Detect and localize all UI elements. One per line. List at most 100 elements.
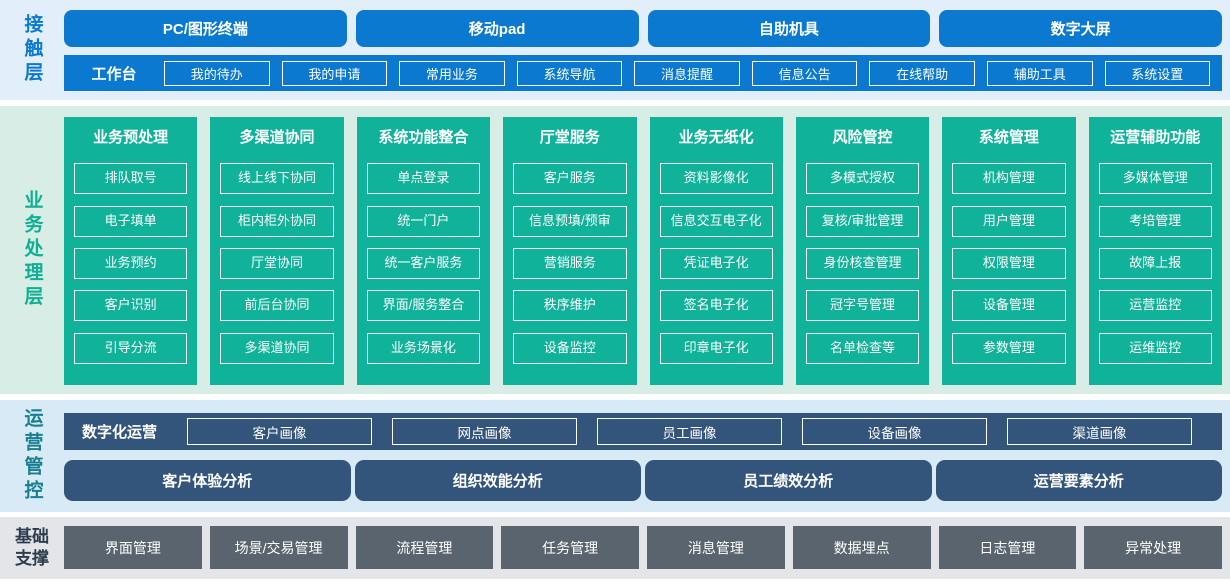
terminal-row: PC/图形终端 移动pad 自助机具 数字大屏 — [64, 10, 1222, 47]
workbench-item-info-notice: 信息公告 — [751, 60, 858, 86]
module-multi-channel: 多渠道协同 线上线下协同 柜内柜外协同 厅堂协同 前后台协同 多渠道协同 — [210, 117, 344, 385]
foundation-layer: 基础支撑 界面管理 场景/交易管理 流程管理 任务管理 消息管理 数据埋点 日志… — [0, 517, 1230, 579]
foundation-process-management: 流程管理 — [355, 526, 494, 569]
module-item: 电子填单 — [74, 205, 188, 237]
workbench-item-aux-tools: 辅助工具 — [986, 60, 1093, 86]
analysis-employee-performance: 员工绩效分析 — [645, 460, 932, 501]
module-pre-processing: 业务预处理 排队取号 电子填单 业务预约 客户识别 引导分流 — [64, 117, 198, 385]
foundation-row: 界面管理 场景/交易管理 流程管理 任务管理 消息管理 数据埋点 日志管理 异常… — [64, 526, 1222, 569]
module-title: 运营辅助功能 — [1110, 129, 1201, 146]
module-item: 信息交互电子化 — [659, 205, 773, 237]
module-item: 线上线下协同 — [220, 163, 334, 195]
module-system-integration: 系统功能整合 单点登录 统一门户 统一客户服务 界面/服务整合 业务场景化 — [356, 117, 491, 385]
module-items: 资料影像化 信息交互电子化 凭证电子化 签名电子化 印章电子化 — [659, 152, 773, 375]
module-item: 排队取号 — [74, 163, 188, 195]
portrait-channel: 渠道画像 — [1007, 418, 1193, 445]
business-layer-label: 业务处理层 — [21, 190, 43, 310]
workbench-label: 工作台 — [91, 65, 137, 83]
portrait-customer: 客户画像 — [187, 418, 373, 445]
module-title: 系统管理 — [978, 129, 1039, 146]
contact-layer-content: PC/图形终端 移动pad 自助机具 数字大屏 工作台 我的待办 我的申请 常用… — [64, 0, 1230, 100]
module-item: 复核/审批管理 — [805, 205, 920, 237]
module-item: 故障上报 — [1098, 247, 1212, 279]
module-row: 业务预处理 排队取号 电子填单 业务预约 客户识别 引导分流 多渠道协同 线上线… — [64, 117, 1222, 385]
analysis-row: 客户体验分析 组织效能分析 员工绩效分析 运营要素分析 — [64, 460, 1222, 501]
module-item: 冠字号管理 — [805, 290, 920, 322]
module-paperless: 业务无纸化 资料影像化 信息交互电子化 凭证电子化 签名电子化 印章电子化 — [649, 117, 783, 385]
module-hall-service: 厅堂服务 客户服务 信息预填/预审 营销服务 秩序维护 设备监控 — [503, 117, 637, 385]
module-item: 信息预填/预审 — [513, 205, 627, 237]
portrait-employee: 员工画像 — [597, 418, 783, 445]
operations-layer-label: 运营管控 — [21, 408, 43, 504]
analysis-org-efficiency: 组织效能分析 — [354, 460, 641, 501]
terminal-pc: PC/图形终端 — [64, 10, 347, 47]
module-item: 单点登录 — [366, 163, 481, 195]
module-items: 排队取号 电子填单 业务预约 客户识别 引导分流 — [74, 152, 188, 375]
module-item: 运营监控 — [1098, 290, 1212, 322]
portrait-device: 设备画像 — [802, 418, 988, 445]
module-items: 机构管理 用户管理 权限管理 设备管理 参数管理 — [952, 152, 1066, 375]
foundation-layer-label: 基础支撑 — [15, 526, 49, 568]
module-title: 多渠道协同 — [239, 129, 315, 146]
module-item: 统一门户 — [366, 205, 481, 237]
module-item: 印章电子化 — [659, 332, 773, 364]
terminal-digital-screen: 数字大屏 — [939, 10, 1222, 47]
foundation-ui-management: 界面管理 — [64, 526, 202, 569]
analysis-operation-elements: 运营要素分析 — [935, 460, 1222, 501]
module-item: 引导分流 — [74, 332, 188, 364]
terminal-self-service: 自助机具 — [647, 10, 931, 47]
module-item: 身份核查管理 — [805, 247, 920, 279]
module-title: 厅堂服务 — [539, 129, 600, 146]
module-item: 柜内柜外协同 — [220, 205, 334, 237]
foundation-task-management: 任务管理 — [501, 526, 639, 569]
module-item: 业务预约 — [74, 247, 188, 279]
module-item: 多模式授权 — [805, 163, 920, 195]
operations-layer: 运营管控 数字化运营 客户画像 网点画像 员工画像 设备画像 渠道画像 客户体验… — [0, 400, 1230, 512]
module-ops-auxiliary: 运营辅助功能 多媒体管理 考培管理 故障上报 运营监控 运维监控 — [1088, 117, 1222, 385]
foundation-data-tracking: 数据埋点 — [792, 526, 931, 569]
operations-layer-content: 数字化运营 客户画像 网点画像 员工画像 设备画像 渠道画像 客户体验分析 组织… — [64, 400, 1230, 512]
module-items: 线上线下协同 柜内柜外协同 厅堂协同 前后台协同 多渠道协同 — [220, 152, 334, 375]
contact-layer-side: 接触层 — [0, 0, 64, 100]
foundation-exception-handling: 异常处理 — [1084, 526, 1222, 569]
foundation-log-management: 日志管理 — [938, 526, 1077, 569]
module-item: 权限管理 — [952, 247, 1066, 279]
module-title: 风险管控 — [832, 129, 893, 146]
module-item: 签名电子化 — [659, 290, 773, 322]
module-item: 统一客户服务 — [366, 247, 481, 279]
module-item: 多渠道协同 — [220, 332, 334, 364]
workbench-bar: 工作台 我的待办 我的申请 常用业务 系统导航 消息提醒 信息公告 在线帮助 辅… — [64, 55, 1222, 91]
foundation-scene-transaction: 场景/交易管理 — [209, 526, 348, 569]
module-items: 多媒体管理 考培管理 故障上报 运营监控 运维监控 — [1098, 152, 1212, 375]
module-item: 名单检查等 — [805, 332, 920, 364]
module-title: 业务无纸化 — [678, 129, 754, 146]
module-title: 系统功能整合 — [378, 129, 469, 146]
terminal-mobile-pad: 移动pad — [355, 10, 639, 47]
module-items: 多模式授权 复核/审批管理 身份核查管理 冠字号管理 名单检查等 — [805, 152, 920, 375]
workbench-item-message-alert: 消息提醒 — [634, 60, 740, 86]
business-layer-content: 业务预处理 排队取号 电子填单 业务预约 客户识别 引导分流 多渠道协同 线上线… — [64, 106, 1230, 394]
workbench-item-system-settings: 系统设置 — [1104, 60, 1211, 86]
module-item: 客户识别 — [74, 290, 188, 322]
module-item: 业务场景化 — [366, 332, 481, 364]
workbench-item-system-nav: 系统导航 — [516, 60, 623, 86]
workbench-item-online-help: 在线帮助 — [869, 60, 975, 86]
module-item: 客户服务 — [513, 163, 627, 195]
contact-layer: 接触层 PC/图形终端 移动pad 自助机具 数字大屏 工作台 我的待办 我的申… — [0, 0, 1230, 100]
module-item: 界面/服务整合 — [366, 290, 481, 322]
digital-operation-label: 数字化运营 — [82, 424, 158, 441]
foundation-layer-content: 界面管理 场景/交易管理 流程管理 任务管理 消息管理 数据埋点 日志管理 异常… — [64, 517, 1230, 579]
module-item: 营销服务 — [513, 247, 627, 279]
module-item: 考培管理 — [1098, 205, 1212, 237]
business-layer: 业务处理层 业务预处理 排队取号 电子填单 业务预约 客户识别 引导分流 多渠道… — [0, 106, 1230, 394]
module-item: 凭证电子化 — [659, 247, 773, 279]
module-items: 单点登录 统一门户 统一客户服务 界面/服务整合 业务场景化 — [366, 152, 481, 375]
module-item: 前后台协同 — [220, 290, 334, 322]
module-title: 业务预处理 — [93, 129, 169, 146]
module-items: 客户服务 信息预填/预审 营销服务 秩序维护 设备监控 — [513, 152, 627, 375]
workbench-item-common-business: 常用业务 — [399, 60, 505, 86]
digital-operation-bar: 数字化运营 客户画像 网点画像 员工画像 设备画像 渠道画像 — [64, 413, 1222, 450]
foundation-message-management: 消息管理 — [647, 526, 785, 569]
business-layer-side: 业务处理层 — [0, 106, 64, 394]
module-item: 机构管理 — [952, 163, 1066, 195]
